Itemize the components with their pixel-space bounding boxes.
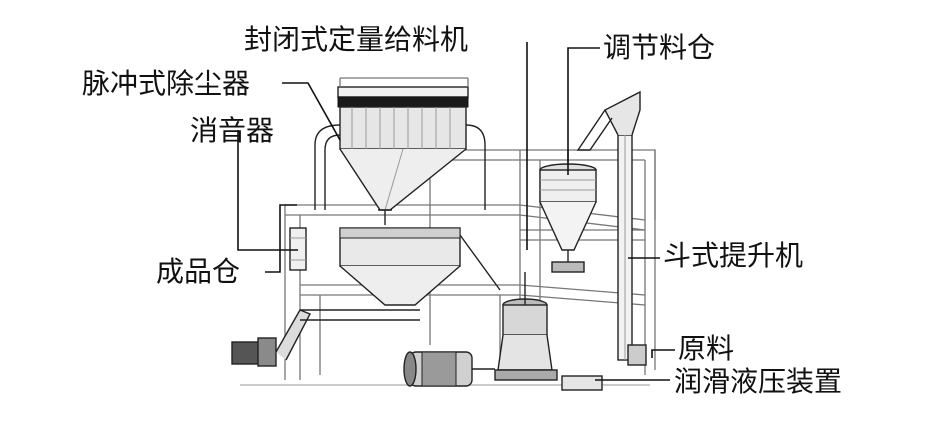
silencer-shape — [289, 227, 307, 271]
label-lubrication-hydraulic: 润滑液压装置 — [674, 365, 843, 398]
drum-shape — [403, 351, 495, 387]
label-silencer: 消音器 — [190, 114, 275, 147]
label-pulse-dust-collector: 脉冲式除尘器 — [82, 67, 251, 100]
label-closed-feeder: 封闭式定量给料机 — [244, 23, 469, 56]
lubrication-unit-shape — [561, 375, 603, 391]
label-raw-material: 原料 — [678, 332, 735, 365]
label-product-bin: 成品仓 — [156, 255, 241, 288]
regulating-bin-shape — [539, 150, 597, 273]
dust-collector-shape — [337, 77, 469, 225]
leader-lines — [237, 42, 675, 381]
bucket-elevator-shape — [576, 90, 647, 366]
vertical-mill-shape — [494, 272, 558, 381]
product-bin-shape — [339, 227, 501, 306]
label-bucket-elevator: 斗式提升机 — [663, 239, 804, 272]
label-regulating-bin: 调节料仓 — [603, 31, 716, 64]
motor-conveyor-shape — [231, 309, 420, 367]
